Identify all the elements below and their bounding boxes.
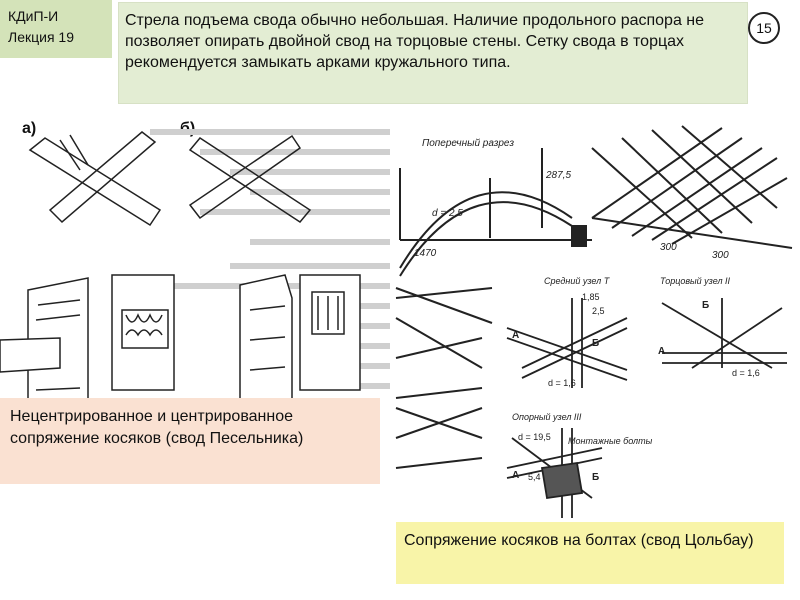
letter-a2: А [658, 346, 665, 357]
left-caption: Нецентрированное и центрированное сопряж… [0, 398, 380, 484]
arch-cross-section [399, 148, 592, 277]
dim-1-85: 1,85 [582, 292, 600, 302]
letter-b2: Б [702, 300, 709, 311]
course-badge: КДиП-И Лекция 19 [0, 0, 112, 58]
joint-b-detail [239, 274, 293, 400]
joint-a-section [111, 274, 175, 391]
lattice-isometric [591, 125, 793, 249]
dim-thickness: d = 2,5 [432, 208, 463, 219]
right-figure-drawing: Поперечный разрез d = 2,5 1470 287,5 300… [395, 125, 793, 518]
joint-a-detail [0, 277, 89, 400]
joint-b-beams [188, 134, 312, 223]
section-title: Поперечный разрез [422, 138, 514, 149]
lattice-strips-left [395, 287, 493, 469]
page-number-badge: 15 [748, 12, 780, 44]
intro-text: Стрела подъема свода обычно небольшая. Н… [125, 12, 705, 71]
dim-d16-a: d = 1,6 [548, 378, 576, 388]
dim-5-4: 5,4 [528, 472, 541, 482]
letter-b3: Б [592, 472, 599, 483]
joint-a-beams [28, 131, 162, 227]
dim-300-b: 300 [712, 250, 729, 261]
label-middle-node: Средний узел Т [544, 276, 611, 286]
left-caption-text: Нецентрированное и центрированное сопряж… [10, 408, 304, 447]
course-code: КДиП-И [8, 8, 59, 24]
dim-span: 1470 [414, 248, 437, 259]
right-caption: Сопряжение косяков на болтах (свод Цольб… [396, 522, 784, 584]
dim-height: 287,5 [545, 170, 571, 181]
middle-node [506, 298, 628, 388]
right-caption-text: Сопряжение косяков на болтах (свод Цольб… [404, 532, 754, 549]
letter-a3: А [512, 470, 519, 481]
lecture-number: Лекция 19 [8, 29, 74, 45]
dim-2-5: 2,5 [592, 306, 605, 316]
dim-300-a: 300 [660, 242, 677, 253]
label-montage-bolts: Монтажные болты [568, 436, 653, 446]
end-node [661, 298, 787, 369]
support-node [506, 428, 603, 518]
joint-b-section [299, 274, 361, 391]
left-figure-drawing [0, 129, 390, 400]
label-end-node: Торцовый узел II [660, 276, 731, 286]
figure-label-a: а) [22, 120, 37, 137]
dim-d19-5: d = 19,5 [518, 432, 551, 442]
intro-textbox: Стрела подъема свода обычно небольшая. Н… [118, 2, 748, 104]
label-support-node: Опорный узел III [512, 412, 582, 422]
letter-a1: А [512, 330, 519, 341]
dim-d16-b: d = 1,6 [732, 368, 760, 378]
letter-b1: Б [592, 338, 599, 349]
